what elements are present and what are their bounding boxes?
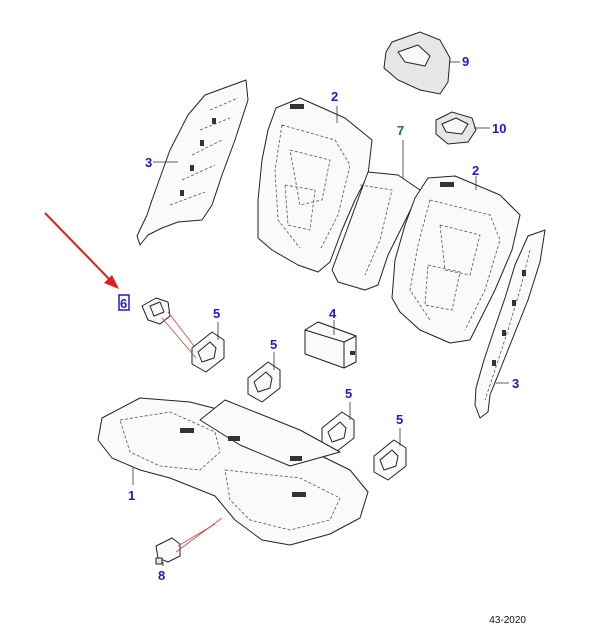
part-3-left-side-trim	[136, 79, 249, 246]
reference-code: 43-2020	[489, 615, 526, 626]
part-4-storage-bracket	[304, 321, 357, 369]
callout-1: 1	[128, 488, 135, 503]
part-8-latch	[155, 537, 181, 565]
callout-3-right: 3	[512, 376, 519, 391]
leader-lines	[132, 61, 509, 566]
callout-3-left: 3	[145, 155, 152, 170]
part-9-headrest-cover	[383, 31, 451, 95]
callout-6: 6	[120, 296, 127, 311]
part-5-hinge-bracket-a	[191, 331, 225, 373]
callout-10: 10	[492, 121, 506, 136]
part-5-hinge-bracket-c	[321, 411, 355, 453]
callout-2-right: 2	[472, 163, 479, 178]
part-5-hinge-bracket-d	[373, 439, 407, 481]
callout-5-c: 5	[345, 386, 352, 401]
callout-8: 8	[158, 568, 165, 583]
callout-5-b: 5	[270, 337, 277, 352]
part-1-seat-cushion	[97, 397, 369, 546]
part-6-clip	[141, 297, 171, 325]
part-7-center-armrest-pad	[331, 171, 421, 291]
part-3-right-side-trim	[474, 229, 546, 419]
callout-labels: 3 2 7 2 9 10 4 3 5 5 5 5 1 8 6	[118, 54, 519, 583]
callout-5-a: 5	[213, 306, 220, 321]
part-2-right-backrest	[391, 175, 521, 344]
callout-9: 9	[462, 54, 469, 69]
callout-4: 4	[329, 306, 337, 321]
part-2-left-backrest	[257, 97, 373, 273]
red-pointer-arrow	[44, 212, 119, 289]
callout-7: 7	[397, 123, 404, 138]
part-5-hinge-bracket-b	[247, 361, 281, 403]
callout-6-highlight-box	[118, 294, 130, 311]
callout-2-left: 2	[331, 89, 338, 104]
callout-5-d: 5	[396, 412, 403, 427]
part-10-bracket	[435, 111, 477, 145]
